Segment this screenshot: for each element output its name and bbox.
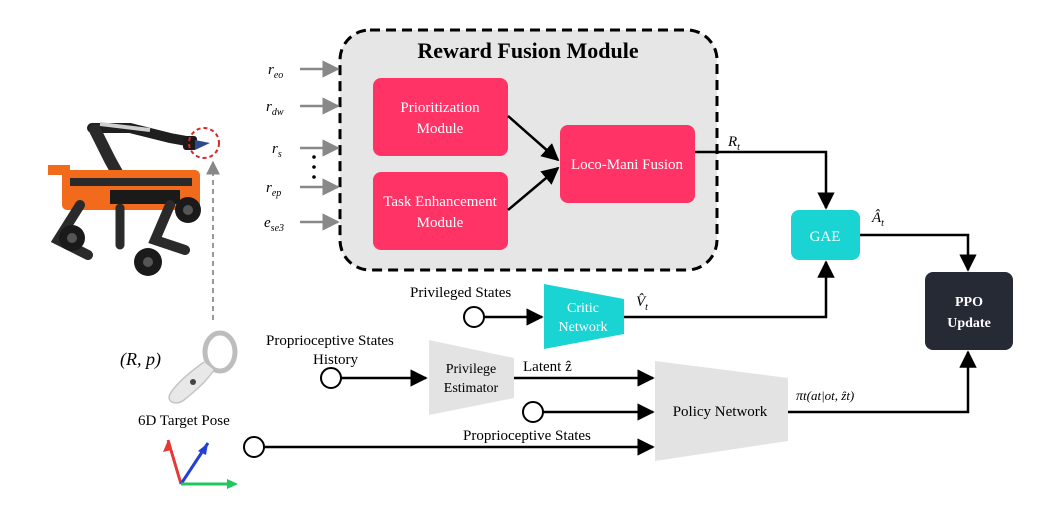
arrow-policy-to-ppo xyxy=(788,350,977,414)
prioritization-module xyxy=(373,78,508,156)
gae-box xyxy=(791,210,860,260)
reward-e-se3: ese3 xyxy=(264,215,284,234)
signal-r-t: Rt xyxy=(727,134,740,153)
target-pose-label: 6D Target Pose xyxy=(138,413,230,429)
policy-label: Policy Network xyxy=(673,404,768,420)
privileged-states-input xyxy=(463,306,485,328)
reward-r-ep: rep xyxy=(266,180,281,199)
task-enhancement-label-1: Task Enhancement xyxy=(383,194,497,210)
estimator-label-2: Estimator xyxy=(444,381,499,396)
signal-a-hat-t: Ât xyxy=(871,209,884,229)
reward-r-eo: reo xyxy=(268,62,283,81)
task-enhancement-label-2: Module xyxy=(417,215,464,231)
prioritization-label-2: Module xyxy=(417,121,464,137)
arrow-critic-to-gae xyxy=(624,260,835,319)
gae-label: GAE xyxy=(810,229,841,245)
proprio-states-label: Proprioceptive States xyxy=(463,428,591,444)
pose-math-label: (R, p) xyxy=(120,349,161,370)
task-enhancement-module xyxy=(373,172,508,250)
module-title: Reward Fusion Module xyxy=(417,38,638,63)
critic-network xyxy=(544,284,624,349)
reward-r-dw: rdw xyxy=(266,99,284,118)
ellipsis-dot-1 xyxy=(312,155,316,159)
arrow-task-to-fusion xyxy=(507,166,560,211)
ellipsis-dot-2 xyxy=(312,165,316,169)
arrow-rt-to-gae xyxy=(695,150,835,210)
reward-r-s: rs xyxy=(272,141,282,160)
policy-output-label: πt(at|ot, ẑt) xyxy=(796,388,854,404)
ppo-label-1: PPO xyxy=(955,295,983,310)
ellipsis-dot-3 xyxy=(312,175,316,179)
arrow-prioritization-to-fusion xyxy=(507,115,560,162)
critic-label-1: Critic xyxy=(567,301,599,316)
proprio-history-input xyxy=(320,367,342,389)
privileged-states-label: Privileged States xyxy=(410,285,511,301)
loco-mani-fusion xyxy=(560,125,695,203)
proprio-history-label-2: History xyxy=(313,352,359,368)
coordinate-axes-icon xyxy=(163,439,238,489)
proprio-states-input xyxy=(243,436,265,458)
policy-network xyxy=(655,361,788,461)
arrow-at-to-ppo xyxy=(860,233,977,272)
prioritization-label-1: Prioritization xyxy=(400,100,480,116)
estimator-label-1: Privilege xyxy=(446,362,497,377)
target-pose-input xyxy=(522,401,544,423)
latent-label: Latent ẑ xyxy=(523,359,572,375)
loco-mani-fusion-label: Loco-Mani Fusion xyxy=(571,157,684,173)
proprio-history-label-1: Proprioceptive States xyxy=(266,333,394,349)
ppo-update-box xyxy=(925,272,1013,350)
critic-label-2: Network xyxy=(559,320,608,335)
vr-controller-icon xyxy=(168,330,238,404)
reward-inputs xyxy=(300,60,340,231)
ppo-label-2: Update xyxy=(947,316,991,331)
target-circle xyxy=(188,127,220,159)
signal-v-hat-t: V̂t xyxy=(636,294,648,313)
privilege-estimator xyxy=(429,340,514,415)
robot-image xyxy=(48,122,210,276)
